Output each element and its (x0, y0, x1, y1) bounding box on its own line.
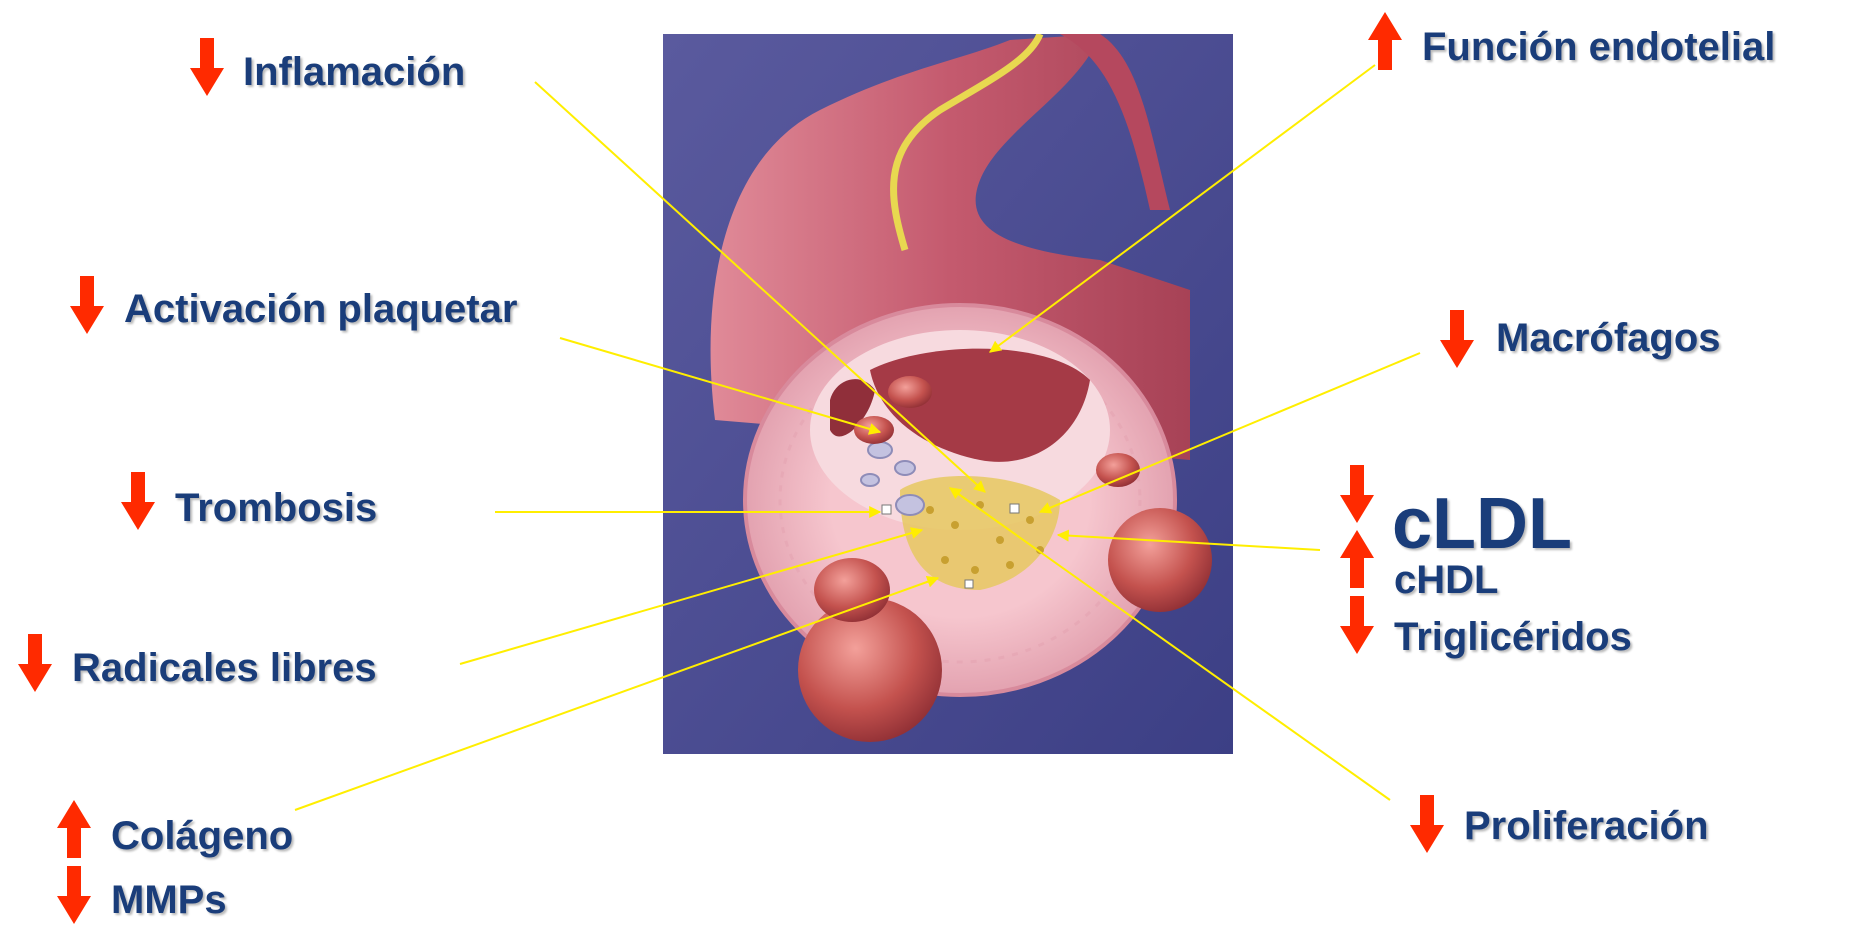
arrow-down-icon (1440, 310, 1474, 368)
label-activacion-plaquetar: Activación plaquetar (124, 289, 517, 329)
label-chdl: cHDL (1394, 560, 1498, 600)
arrow-up-icon (57, 800, 91, 858)
arrow-down-icon (57, 866, 91, 924)
label-trigliceridos: Triglicéridos (1394, 617, 1632, 657)
arrow-down-icon (18, 634, 52, 692)
arrow-down-icon (1340, 596, 1374, 654)
label-cldl: cLDL (1392, 488, 1572, 560)
label-proliferacion: Proliferación (1464, 806, 1709, 846)
label-colageno: Colágeno (111, 816, 293, 856)
arrow-down-icon (1410, 795, 1444, 853)
arrow-down-icon (121, 472, 155, 530)
pointer-line-inflamacion (535, 82, 985, 492)
pointer-line-cldl-chdl (1058, 535, 1320, 550)
pointer-line-funcion-endotelial (990, 65, 1375, 352)
pointer-line-radicales-libres (460, 530, 922, 664)
arrow-down-icon (190, 38, 224, 96)
arrow-up-icon (1340, 530, 1374, 588)
label-mmps: MMPs (111, 880, 227, 920)
label-funcion-endotelial: Función endotelial (1422, 27, 1775, 67)
label-radicales-libres: Radicales libres (72, 648, 377, 688)
label-trombosis: Trombosis (175, 488, 377, 528)
pointer-line-colageno (295, 578, 938, 810)
arrow-down-icon (70, 276, 104, 334)
label-macrofagos: Macrófagos (1496, 318, 1721, 358)
label-inflamacion: Inflamación (243, 52, 465, 92)
arrow-down-icon (1340, 465, 1374, 523)
pointer-line-proliferacion (950, 488, 1390, 800)
arrow-up-icon (1368, 12, 1402, 70)
